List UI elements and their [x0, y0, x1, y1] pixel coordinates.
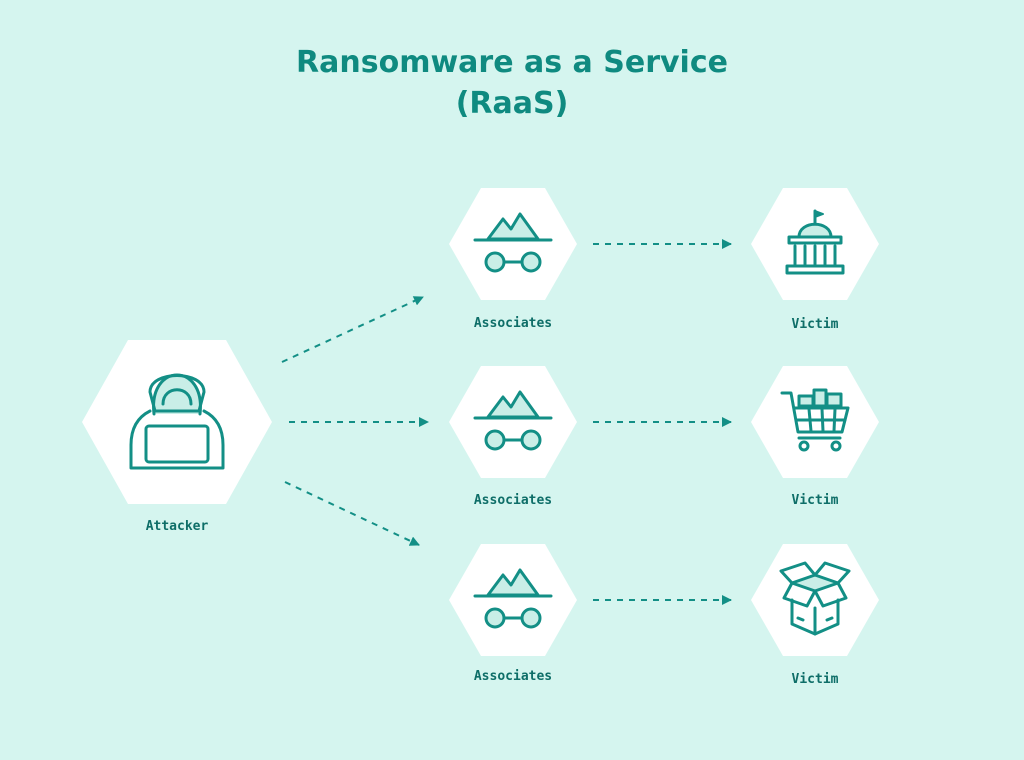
victim-node-3 — [751, 544, 879, 656]
associates-hexagon-3 — [449, 544, 577, 656]
associates-hexagon-1 — [449, 188, 577, 300]
edge-attacker-associates-3 — [284, 481, 420, 546]
victim-label-3: Victim — [791, 672, 839, 687]
page-title: Ransomware as a Service (RaaS) — [0, 42, 1024, 124]
associates-hexagon-2 — [449, 366, 577, 478]
attacker-label: Attacker — [145, 519, 209, 534]
victim-node-1 — [751, 188, 879, 300]
associates-node-2 — [449, 366, 577, 478]
associates-label-3: Associates — [473, 669, 553, 684]
victim-label-1: Victim — [791, 317, 839, 332]
associates-label-1: Associates — [473, 316, 553, 331]
victim-hexagon-3 — [751, 544, 879, 656]
associates-node-3 — [449, 544, 577, 656]
attacker-node — [82, 340, 272, 504]
associates-label-2: Associates — [473, 493, 553, 508]
victim-label-2: Victim — [791, 493, 839, 508]
title-line-1: Ransomware as a Service — [296, 45, 728, 80]
attacker-hexagon — [82, 340, 272, 504]
victim-hexagon-2 — [751, 366, 879, 478]
incognito-hat-glasses-icon — [473, 212, 553, 273]
shopping-cart-icon — [780, 388, 850, 452]
associates-node-1 — [449, 188, 577, 300]
title-line-2: (RaaS) — [455, 86, 569, 121]
edge-attacker-associates-1 — [281, 296, 424, 363]
edges — [281, 239, 732, 605]
open-box-icon — [779, 561, 851, 636]
victim-node-2 — [751, 366, 879, 478]
government-building-icon — [785, 209, 845, 275]
incognito-hat-glasses-icon — [473, 568, 553, 629]
incognito-hat-glasses-icon — [473, 390, 553, 451]
hooded-hacker-laptop-icon — [129, 373, 225, 470]
